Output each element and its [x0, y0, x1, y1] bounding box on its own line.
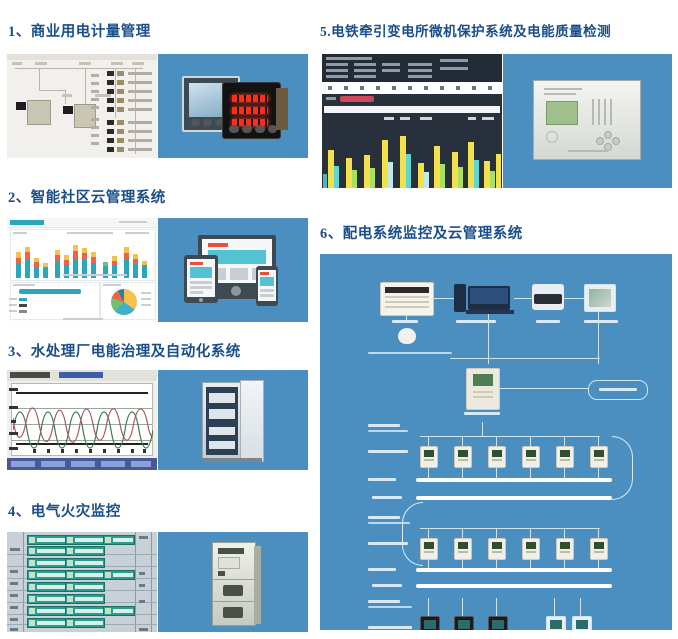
fire-monitoring-table-screenshot [7, 532, 157, 632]
microcomputer-protection-relay-photo [503, 54, 672, 188]
fire-detector-icon [420, 616, 440, 630]
smart-meter-icon [420, 446, 438, 468]
waveform-traces [13, 407, 153, 449]
section-title-1: 1、商业用电计量管理 [8, 24, 151, 40]
smart-meter-icon [488, 446, 506, 468]
section-title-3: 3、水处理厂电能治理及自动化系统 [8, 344, 241, 360]
responsive-devices-illustration [158, 218, 308, 322]
section-title-4: 4、电气火灾监控 [8, 504, 121, 520]
energy-dashboard-screenshot [7, 218, 157, 322]
switchgear-cabinet-photo [158, 532, 308, 632]
fire-detector-icon [546, 616, 566, 630]
communication-gateway-icon [466, 368, 500, 410]
section-title-5: 5.电铁牵引变电所微机保护系统及电能质量检测 [320, 24, 612, 39]
smart-meter-icon [420, 538, 438, 560]
smart-meter-icon [488, 538, 506, 560]
smart-meter-icon [454, 538, 472, 560]
smart-meter-icon [454, 446, 472, 468]
smart-meter-icon [590, 446, 608, 468]
cloud-platform-badge [588, 380, 648, 400]
section-title-6: 6、配电系统监控及云管理系统 [320, 226, 523, 242]
workstation-tower-icon [454, 284, 466, 312]
fire-detector-icon [572, 616, 592, 630]
annunciator-panel-icon [380, 282, 434, 316]
figure-3 [7, 370, 308, 470]
fire-detector-icon [454, 616, 474, 630]
ups-icon [398, 328, 416, 344]
distribution-network-topology-diagram [320, 254, 672, 630]
smart-meter-icon [590, 538, 608, 560]
smart-meter-icon [522, 446, 540, 468]
cloud-server-icon [584, 284, 616, 312]
printer-icon [532, 284, 564, 310]
figure-2 [7, 218, 308, 322]
power-quality-scada-screenshot [322, 54, 502, 188]
harmonic-waveform-analyzer-screenshot [7, 370, 157, 470]
power-capacitor-cabinet-photo [158, 370, 308, 470]
smart-meter-icon [522, 538, 540, 560]
one-line-diagram-metering-screenshot [7, 54, 157, 158]
figure-4 [7, 532, 308, 632]
smart-meter-icon [556, 538, 574, 560]
section-title-2: 2、智能社区云管理系统 [8, 190, 166, 206]
multifunction-power-meter-photo [158, 54, 308, 158]
figure-6 [320, 254, 672, 630]
workstation-monitor-icon [468, 286, 510, 310]
fire-detector-icon [488, 616, 508, 630]
smart-meter-icon [556, 446, 574, 468]
figure-1 [7, 54, 308, 158]
figure-5 [322, 54, 672, 188]
